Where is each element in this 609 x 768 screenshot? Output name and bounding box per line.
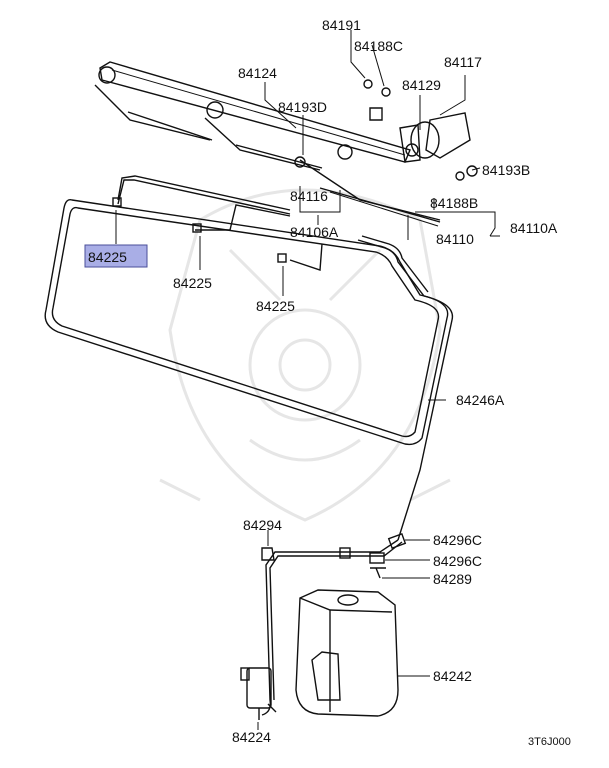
hose-clips-84296C [261,533,407,579]
wiper-motor-84117 [369,107,471,163]
label-84296C-b: 84296C [433,553,482,569]
hose-84106A [112,175,323,271]
label-84225-highlighted[interactable]: 84225 [88,249,127,265]
label-84246A: 84246A [456,392,505,408]
label-84110A: 84110A [510,220,558,236]
label-84242: 84242 [433,668,472,684]
label-84188C: 84188C [354,38,403,54]
windshield-frame [44,198,449,446]
wiper-linkage-84124 [94,61,411,171]
fasteners [294,79,478,181]
label-84193B: 84193B [482,162,530,178]
watermark-emblem [159,188,451,522]
label-84294: 84294 [243,517,282,533]
label-84224: 84224 [232,729,271,745]
label-84106A: 84106A [290,224,339,240]
label-84110: 84110 [436,231,474,247]
washer-pump-84224 [240,667,277,720]
leader-lines [115,30,500,730]
label-84129: 84129 [402,77,441,93]
label-84193D: 84193D [278,99,327,115]
label-84225-mid: 84225 [173,275,212,291]
label-84225-low: 84225 [256,298,295,314]
label-84188B: 84188B [430,195,478,211]
label-84289: 84289 [433,571,472,587]
highlight-box [84,244,148,268]
label-84191: 84191 [322,17,361,33]
drawing-code: 3T6J000 [528,736,571,748]
washer-tank-84242 [295,589,399,717]
label-84117: 84117 [444,54,482,70]
label-84124: 84124 [238,65,277,81]
label-84116: 84116 [290,188,328,204]
label-84296C-a: 84296C [433,532,482,548]
